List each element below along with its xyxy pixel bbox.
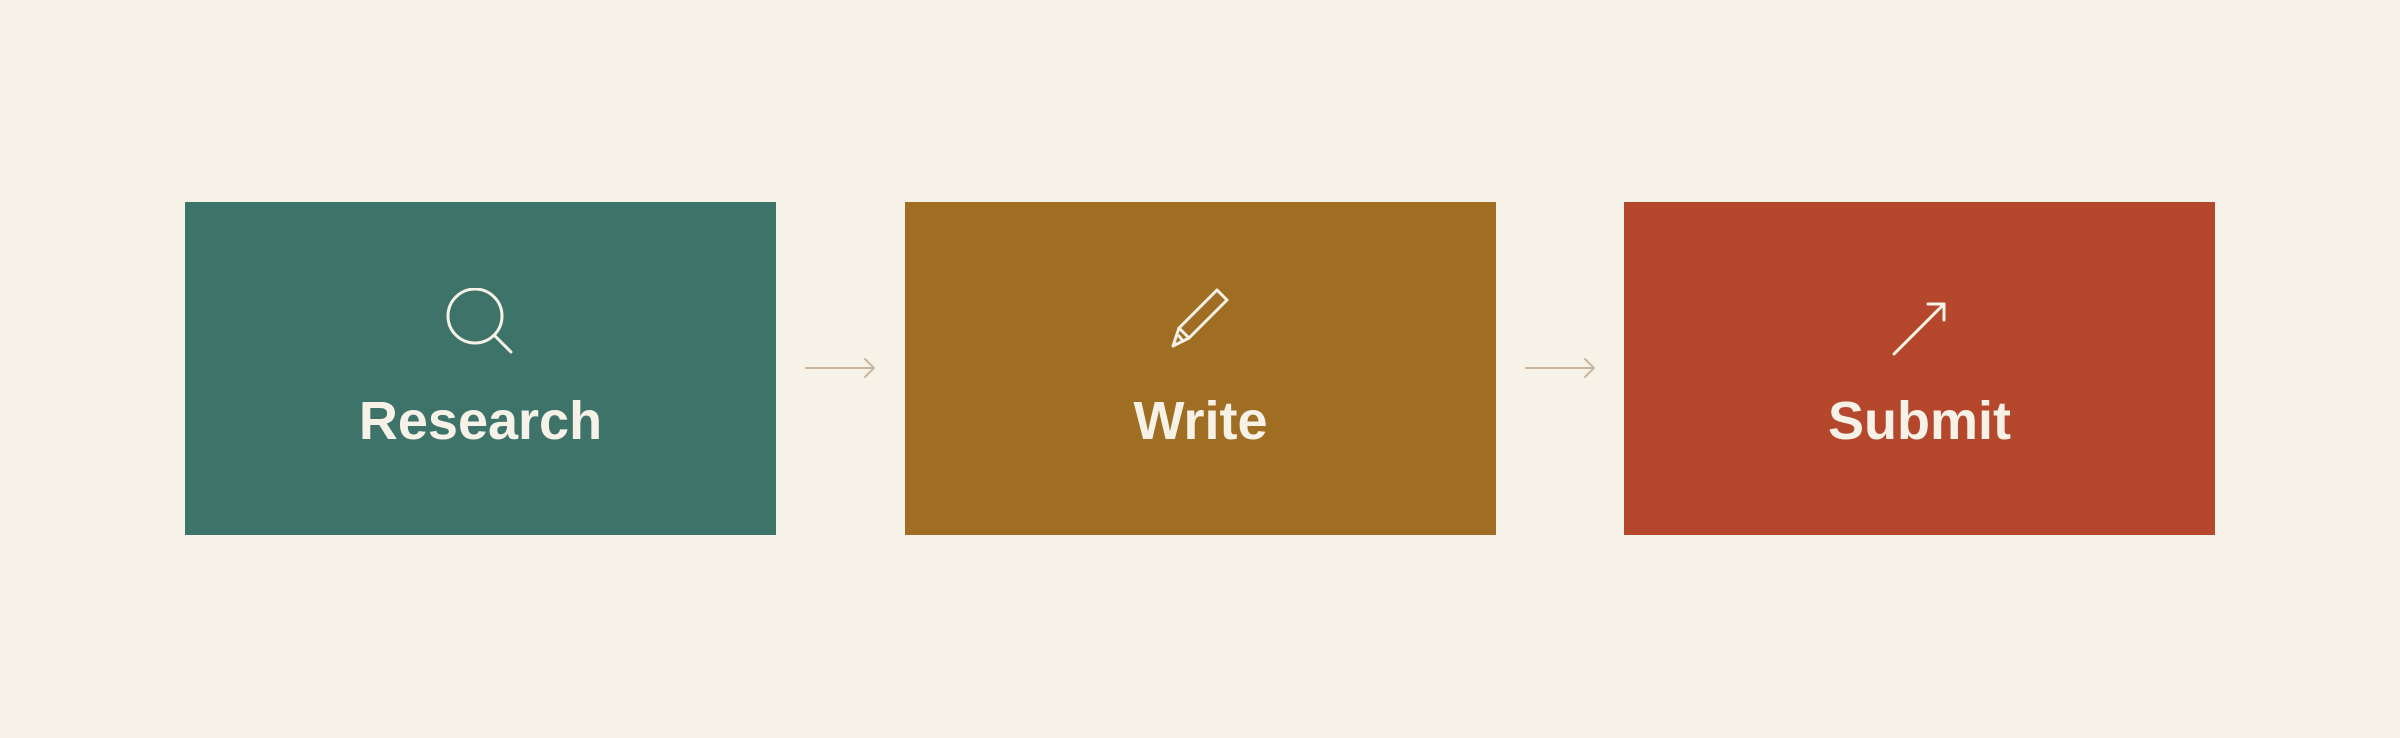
step-write: Write (905, 202, 1496, 535)
pencil-icon (1165, 288, 1237, 360)
step-label: Write (1133, 391, 1268, 451)
search-icon (445, 288, 517, 360)
step-label: Research (358, 391, 603, 451)
arrow-right-icon (1524, 355, 1596, 381)
arrow-up-right-icon (1884, 288, 1956, 360)
arrow-right-icon (804, 355, 876, 381)
step-submit: Submit (1624, 202, 2215, 535)
step-label: Submit (1828, 391, 2011, 451)
step-research: Research (185, 202, 776, 535)
